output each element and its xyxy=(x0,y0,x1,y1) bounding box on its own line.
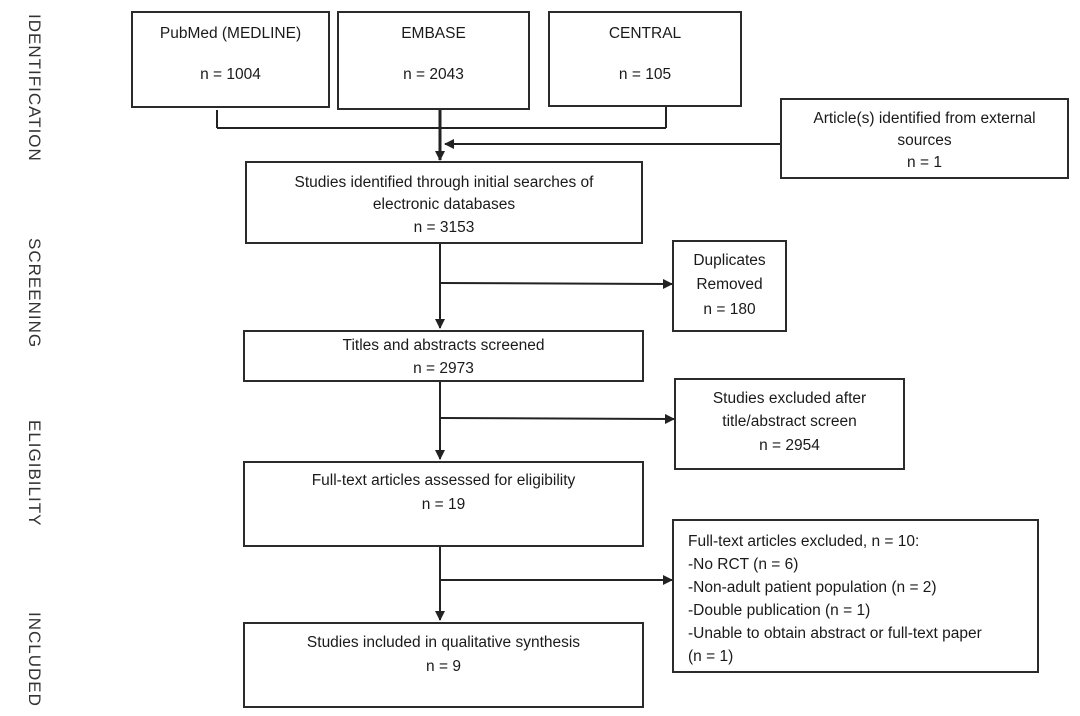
included-count: n = 9 xyxy=(426,658,461,675)
external-count: n = 1 xyxy=(907,154,942,171)
external-line2: sources xyxy=(897,132,952,149)
screened-count: n = 2973 xyxy=(413,360,474,377)
pubmed-count: n = 1004 xyxy=(200,66,261,83)
exclusion-reason: -Double publication (n = 1) xyxy=(688,602,871,619)
exclusion-reason: -Unable to obtain abstract or full-text … xyxy=(688,625,982,642)
central-box: CENTRAL n = 105 xyxy=(548,11,742,107)
external-sources-box: Article(s) identified from external sour… xyxy=(780,98,1069,179)
exclusion-reason: -No RCT (n = 6) xyxy=(688,556,799,573)
external-line1: Article(s) identified from external xyxy=(813,110,1036,127)
identified-line2: electronic databases xyxy=(372,196,516,213)
pubmed-name: PubMed (MEDLINE) xyxy=(159,25,302,42)
identified-line1: Studies identified through initial searc… xyxy=(294,174,594,191)
identified-count: n = 3153 xyxy=(413,219,475,236)
arrow-to-duplicates xyxy=(439,278,673,289)
duplicates-box: Duplicates Removed n = 180 xyxy=(672,240,787,332)
duplicates-line1: Duplicates xyxy=(693,252,766,269)
embase-box: EMBASE n = 2043 xyxy=(337,11,530,110)
excluded-fulltext-header: Full-text articles excluded, n = 10: xyxy=(688,533,920,550)
included-box: Studies included in qualitative synthesi… xyxy=(243,622,644,708)
central-name: CENTRAL xyxy=(608,25,682,42)
embase-name: EMBASE xyxy=(401,25,466,42)
identified-box: Studies identified through initial searc… xyxy=(245,161,643,244)
screened-line1: Titles and abstracts screened xyxy=(342,337,545,354)
duplicates-line2: Removed xyxy=(696,276,763,293)
fulltext-count: n = 19 xyxy=(421,496,466,513)
excluded-screen-line1: Studies excluded after xyxy=(712,390,867,407)
included-line1: Studies included in qualitative synthesi… xyxy=(306,634,581,651)
exclusion-reason: -Non-adult patient population (n = 2) xyxy=(688,579,937,596)
arrow-to-excluded-screen xyxy=(439,413,675,424)
excluded-screen-box: Studies excluded after title/abstract sc… xyxy=(674,378,905,470)
excluded-fulltext-box: Full-text articles excluded, n = 10: -No… xyxy=(672,519,1039,673)
fulltext-line1: Full-text articles assessed for eligibil… xyxy=(311,472,576,489)
central-count: n = 105 xyxy=(618,66,672,83)
excluded-screen-line2: title/abstract screen xyxy=(722,413,857,430)
duplicates-count: n = 180 xyxy=(703,301,756,318)
excluded-screen-count: n = 2954 xyxy=(759,437,820,454)
fulltext-box: Full-text articles assessed for eligibil… xyxy=(243,461,644,547)
exclusion-reason: (n = 1) xyxy=(688,648,734,665)
screened-box: Titles and abstracts screened n = 2973 xyxy=(243,330,644,382)
pubmed-box: PubMed (MEDLINE) n = 1004 xyxy=(131,11,330,108)
embase-count: n = 2043 xyxy=(403,66,464,83)
